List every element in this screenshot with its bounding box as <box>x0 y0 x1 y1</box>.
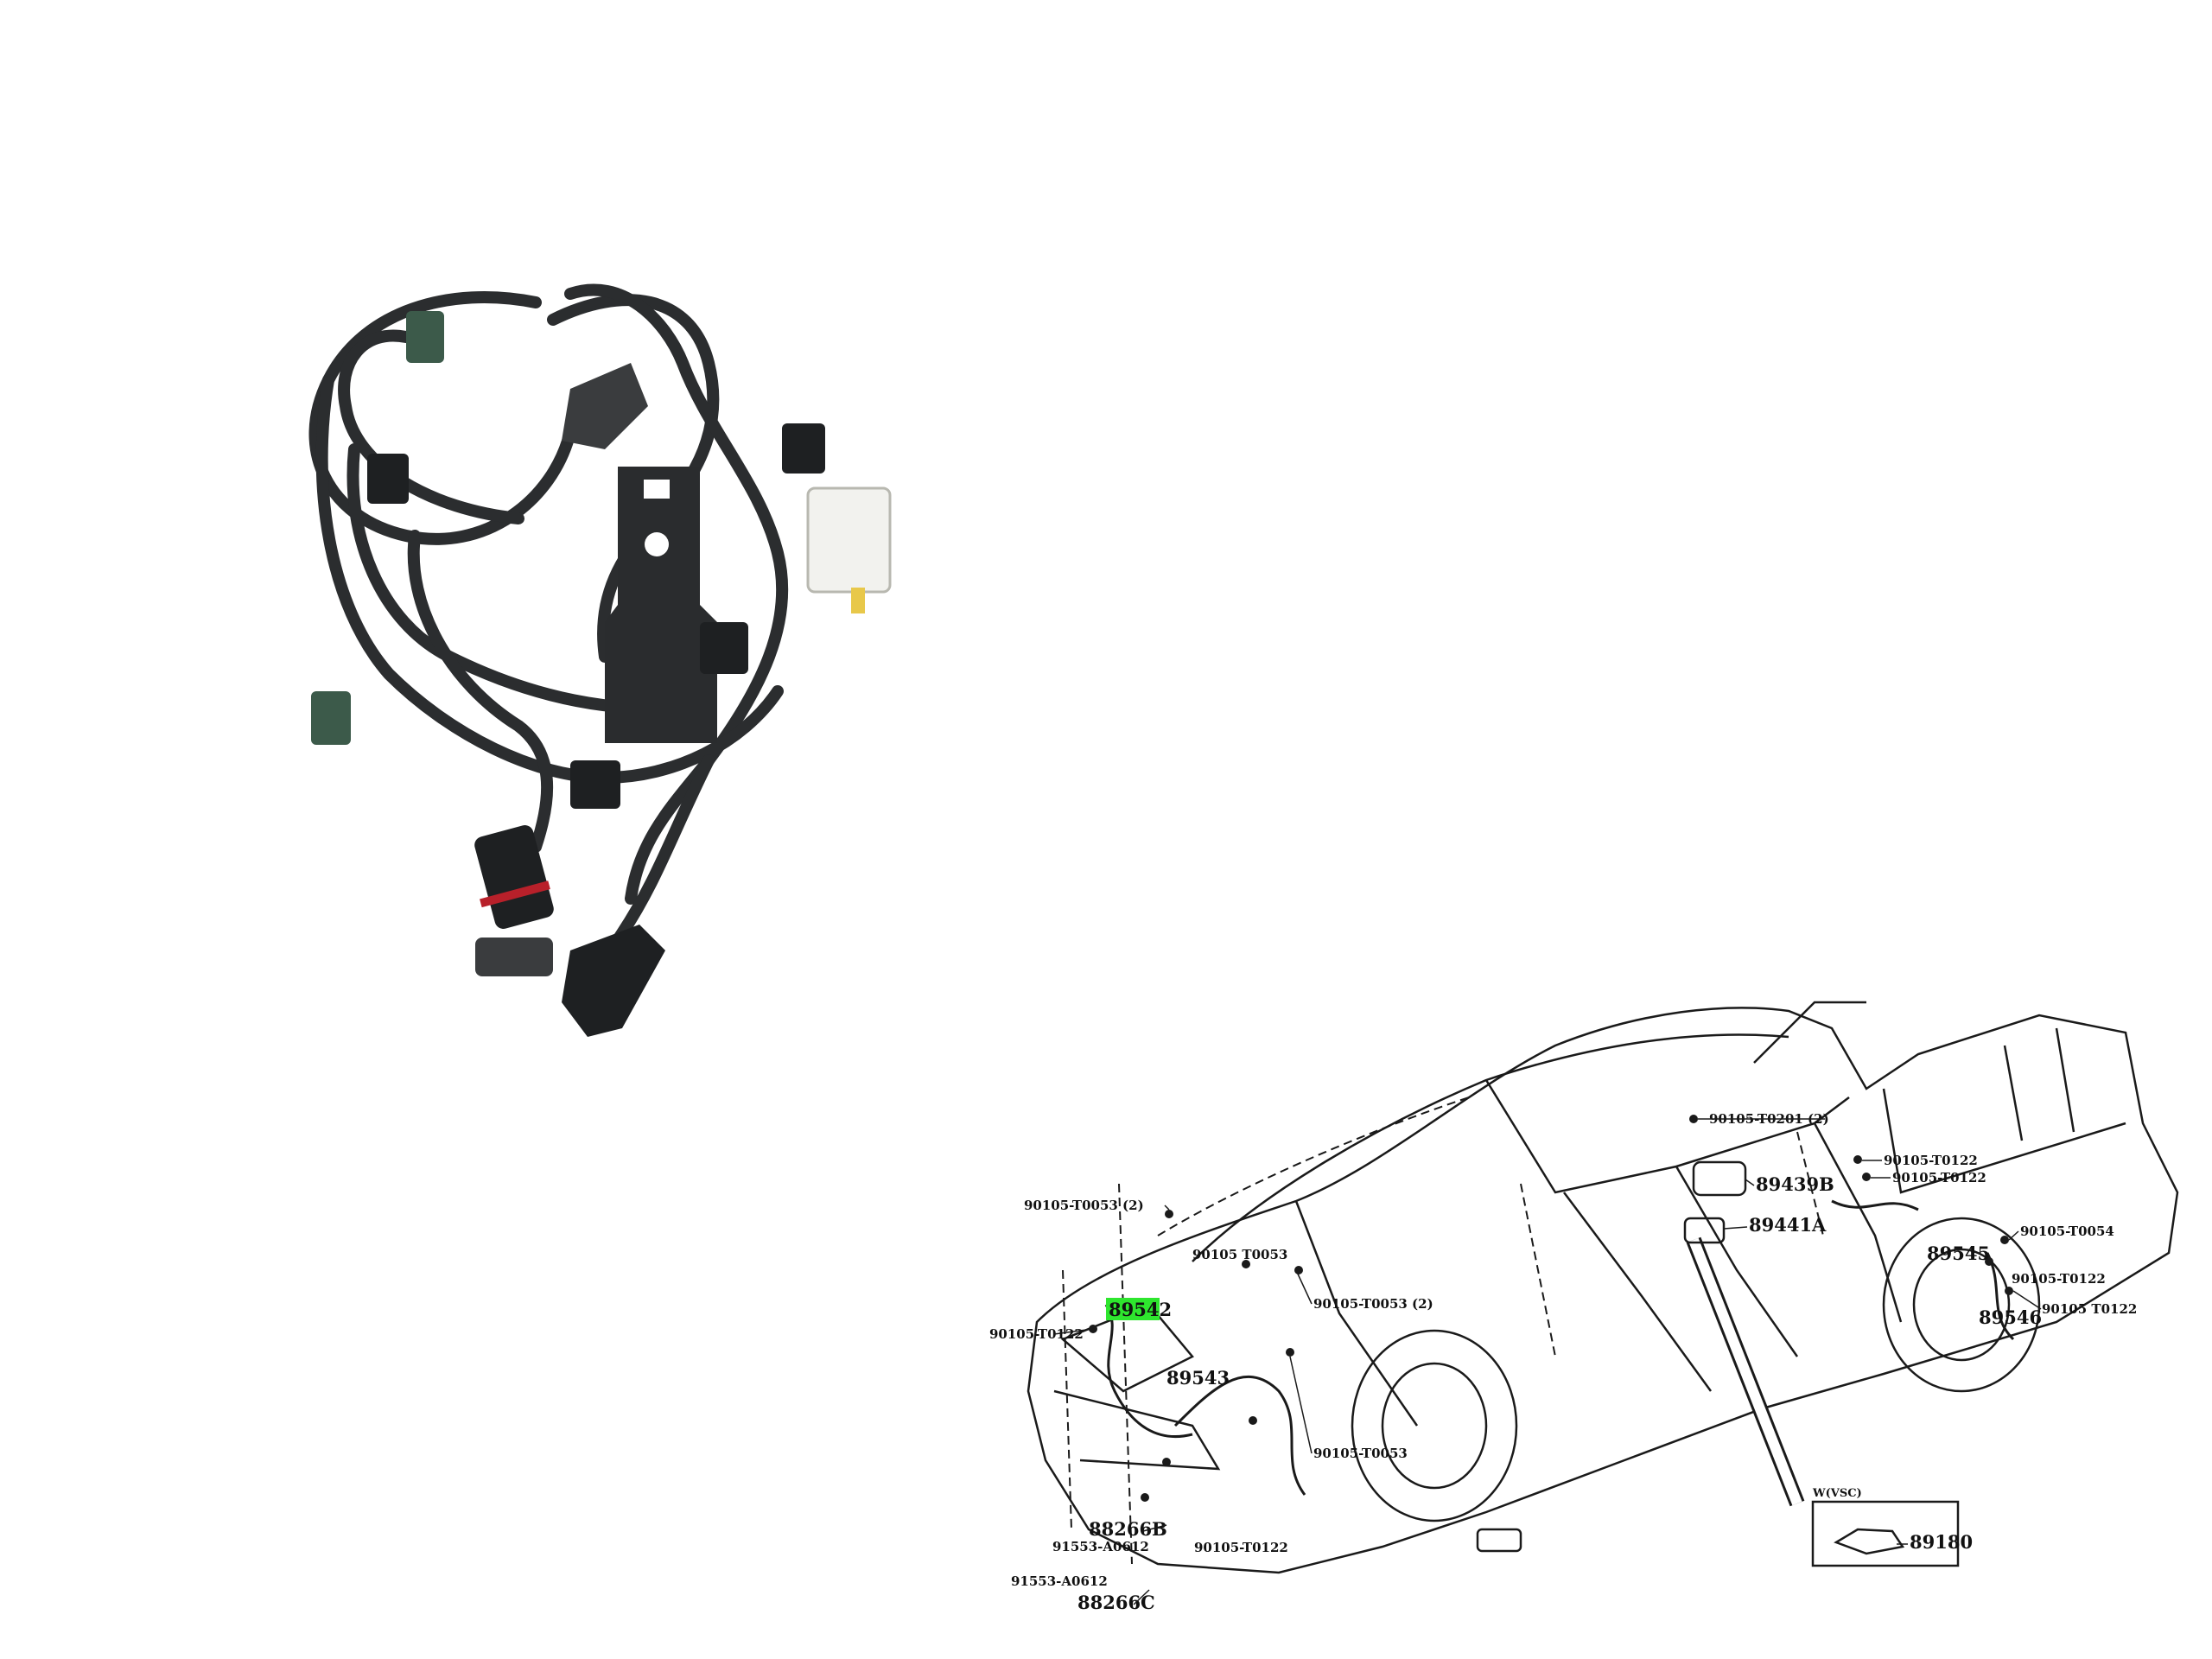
label-vsc-caption: W(VSC) <box>1812 1487 1862 1500</box>
label-89439b: 89439B <box>1756 1173 1834 1195</box>
vsc-inset-box <box>1811 1500 1960 1567</box>
bracket-slot <box>644 480 670 499</box>
label-91553-a0612-lower: 91553-A0612 <box>1011 1573 1108 1589</box>
truck-outline <box>1027 1001 2179 1574</box>
label-90105-t0053-2-center: 90105-T0053 (2) <box>1313 1296 1433 1312</box>
black-clip <box>782 423 825 474</box>
highlight-box-89542 <box>1106 1298 1160 1320</box>
green-clip <box>406 311 444 363</box>
label-90105-t0122-top: 90105-T0122 <box>1884 1153 1978 1168</box>
label-89441a: 89441A <box>1749 1214 1827 1236</box>
label-90105-t0053-wheel: 90105-T0053 <box>1313 1446 1408 1461</box>
label-89543: 89543 <box>1166 1367 1230 1389</box>
sensor-elbow <box>562 925 665 1037</box>
harness-cable <box>547 294 720 663</box>
sensor-flange <box>475 938 553 976</box>
abs-sensor-harness-photo <box>308 283 892 1037</box>
bolt-icons <box>1089 1115 2013 1502</box>
leader-lines <box>1053 1118 2042 1605</box>
black-clip <box>700 622 748 674</box>
label-90105-t0122-bottom: 90105-T0122 <box>1194 1540 1288 1555</box>
label-88266b: 88266B <box>1089 1518 1167 1540</box>
label-90105-t0122-left: 90105-T0122 <box>989 1326 1084 1342</box>
vsc-module-icon <box>1834 1528 1905 1555</box>
label-88266c: 88266C <box>1077 1592 1155 1613</box>
label-90105-t0053-center: 90105 T0053 <box>1192 1247 1287 1262</box>
black-clip <box>367 454 409 504</box>
white-connector <box>806 486 892 594</box>
harness-cable <box>407 530 554 853</box>
mounting-bracket <box>605 467 717 743</box>
green-clip <box>311 691 351 745</box>
label-91553-a0612-upper: 91553-A0612 <box>1052 1539 1149 1554</box>
label-90105-t0122-mid: 90105-T0122 <box>1892 1170 1986 1185</box>
label-89545: 89545 <box>1927 1243 1990 1264</box>
harness-cable <box>564 283 789 905</box>
connector-latch <box>851 588 865 613</box>
harness-cable <box>338 329 524 524</box>
black-clip <box>570 760 620 809</box>
label-90105-t0122-right2: 90105 T0122 <box>2042 1301 2137 1317</box>
harness-cable <box>315 374 784 785</box>
sensor-red-ring <box>480 880 550 908</box>
sensor-wires <box>1104 1199 2015 1496</box>
upper-bracket <box>562 363 648 449</box>
label-90105-t0054: 90105-T0054 <box>2020 1224 2114 1239</box>
parts-diagram: 89542 89543 89545 89546 89439B 89441A 89… <box>989 1001 2179 1613</box>
label-90105-t0122-right1: 90105-T0122 <box>2012 1271 2106 1287</box>
vsc-pointer-bar-core <box>1688 1237 1802 1506</box>
label-90105-t0053-2-left: 90105-T0053 (2) <box>1024 1198 1144 1213</box>
truck-dashed-lines <box>1062 1096 1824 1565</box>
bracket-hole <box>645 532 669 556</box>
components <box>1476 1160 1747 1553</box>
label-89542: 89542 <box>1109 1299 1172 1320</box>
label-89546: 89546 <box>1979 1306 2042 1328</box>
label-89180: 89180 <box>1910 1531 1973 1553</box>
